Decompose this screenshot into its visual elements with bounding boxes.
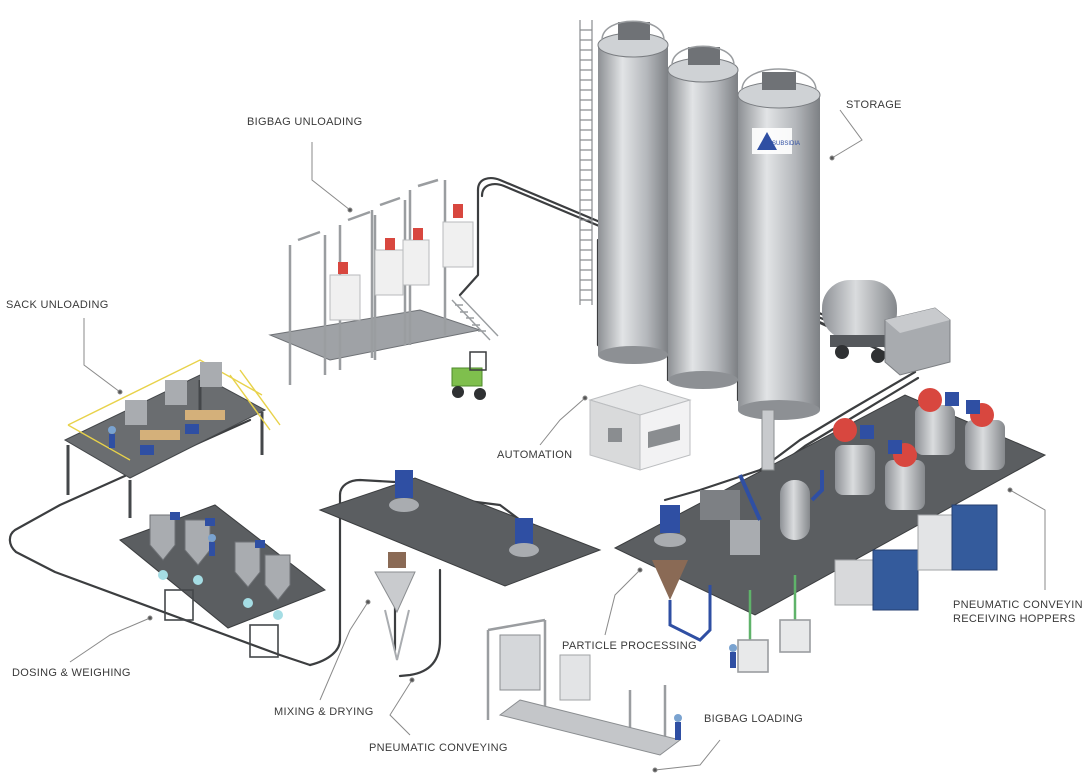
label-sack-unloading: SACK UNLOADING (6, 299, 109, 311)
silo-logo-icon (757, 132, 777, 150)
label-bigbag-loading: BIGBAG LOADING (704, 713, 803, 725)
processing-platform (613, 388, 1047, 673)
label-receiving-line-1: PNEUMATIC CONVEYING / (953, 599, 1083, 611)
dosing-weighing-platform (119, 504, 327, 658)
flex-connections (158, 570, 283, 620)
ibc-frames (737, 619, 811, 673)
receivers (389, 470, 539, 557)
forklift (451, 351, 487, 400)
red-hoists (338, 204, 463, 274)
receiving-hoppers (833, 388, 1005, 510)
weigh-frames (164, 589, 279, 658)
bigbag-unloading-station (268, 178, 499, 400)
stairs (451, 295, 499, 341)
mixer (374, 552, 416, 661)
silo-2 (667, 45, 739, 389)
label-storage: STORAGE (846, 99, 902, 111)
label-mixing-drying: MIXING & DRYING (274, 706, 374, 718)
silo-logo-text: SUBSIDIA (772, 141, 800, 147)
automation-cabin (588, 384, 692, 471)
silo-ladder (579, 20, 593, 305)
bigbag-loading-station (486, 618, 682, 756)
particle-processing-equipment (652, 409, 824, 600)
mixing-drying-platform (318, 470, 602, 661)
filter-units (834, 504, 998, 611)
label-receiving-line-2: RECEIVING HOPPERS (953, 613, 1076, 625)
label-leaders (69, 109, 1046, 773)
storage-silos: SUBSIDIA (579, 20, 821, 420)
silo-3: SUBSIDIA (737, 68, 821, 420)
label-bigbag-unloading: BIGBAG UNLOADING (247, 116, 363, 128)
silo-1 (597, 20, 669, 364)
pipe-drops (668, 585, 712, 642)
sack-unloading-platform (63, 359, 281, 518)
bigbags (329, 221, 474, 321)
label-particle-processing: PARTICLE PROCESSING (562, 640, 697, 652)
safety-rails (67, 359, 281, 461)
label-automation: AUTOMATION (497, 449, 573, 461)
label-dosing-weighing: DOSING & WEIGHING (12, 667, 131, 679)
sack-tippers (108, 362, 225, 455)
label-pneumatic-conveying: PNEUMATIC CONVEYING (369, 742, 508, 754)
tanker-truck (822, 280, 951, 376)
